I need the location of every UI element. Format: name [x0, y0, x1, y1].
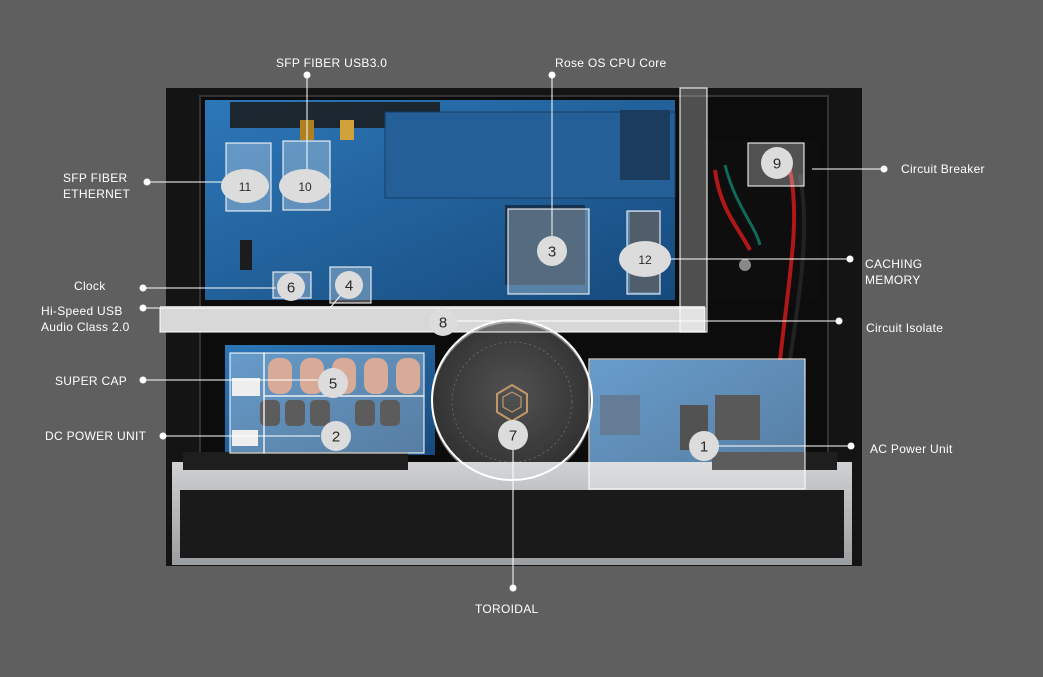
- label-sfp-fiber-ethernet: SFP FIBER ETHERNET: [63, 171, 131, 201]
- svg-text:7: 7: [509, 428, 517, 445]
- label-clock: Clock: [74, 279, 106, 293]
- leader-hi-speed-usb: [143, 289, 346, 309]
- svg-text:8: 8: [439, 315, 447, 332]
- svg-text:11: 11: [239, 180, 252, 194]
- marker-9: 9: [761, 147, 793, 179]
- marker-8: 8: [429, 308, 457, 336]
- svg-text:2: 2: [332, 429, 340, 446]
- svg-text:12: 12: [638, 253, 652, 267]
- svg-text:6: 6: [287, 280, 295, 297]
- marker-4: 4: [335, 271, 363, 299]
- marker-1: 1: [689, 431, 719, 461]
- label-rose-os-cpu-core: Rose OS CPU Core: [555, 56, 667, 70]
- svg-text:10: 10: [298, 180, 312, 194]
- svg-text:4: 4: [345, 278, 353, 295]
- label-sfp-fiber-usb: SFP FIBER USB3.0: [276, 56, 388, 70]
- label-super-cap: SUPER CAP: [55, 374, 128, 388]
- label-dc-power-unit: DC POWER UNIT: [45, 429, 147, 443]
- marker-12: 12: [619, 241, 671, 277]
- leader-lines: [143, 75, 884, 588]
- label-ac-power-unit: AC Power Unit: [870, 442, 953, 456]
- svg-text:1: 1: [700, 439, 708, 456]
- zone-1: [588, 358, 806, 490]
- zone-3: [507, 208, 590, 295]
- zone-vertical-isolate: [679, 87, 708, 333]
- label-hi-speed-usb: Hi-Speed USB Audio Class 2.0: [41, 304, 130, 334]
- label-circuit-isolate: Circuit Isolate: [866, 321, 944, 335]
- marker-3: 3: [537, 236, 567, 266]
- svg-text:9: 9: [773, 156, 781, 173]
- marker-11: 11: [221, 169, 269, 203]
- marker-10: 10: [279, 169, 331, 203]
- label-circuit-breaker: Circuit Breaker: [901, 162, 985, 176]
- number-markers: 11 10 3 12 9 6 4 8: [221, 147, 793, 461]
- label-toroidal: TOROIDAL: [475, 602, 539, 616]
- leader-dots: [139, 71, 888, 592]
- zone-7: [431, 319, 593, 481]
- marker-5: 5: [318, 368, 348, 398]
- marker-7: 7: [498, 420, 528, 450]
- svg-text:3: 3: [548, 244, 556, 261]
- marker-6: 6: [277, 273, 305, 301]
- svg-text:5: 5: [329, 376, 337, 393]
- zone-5-left: [229, 352, 265, 454]
- label-caching-memory: CACHING MEMORY: [865, 257, 923, 287]
- marker-2: 2: [321, 421, 351, 451]
- chassis: [160, 88, 862, 566]
